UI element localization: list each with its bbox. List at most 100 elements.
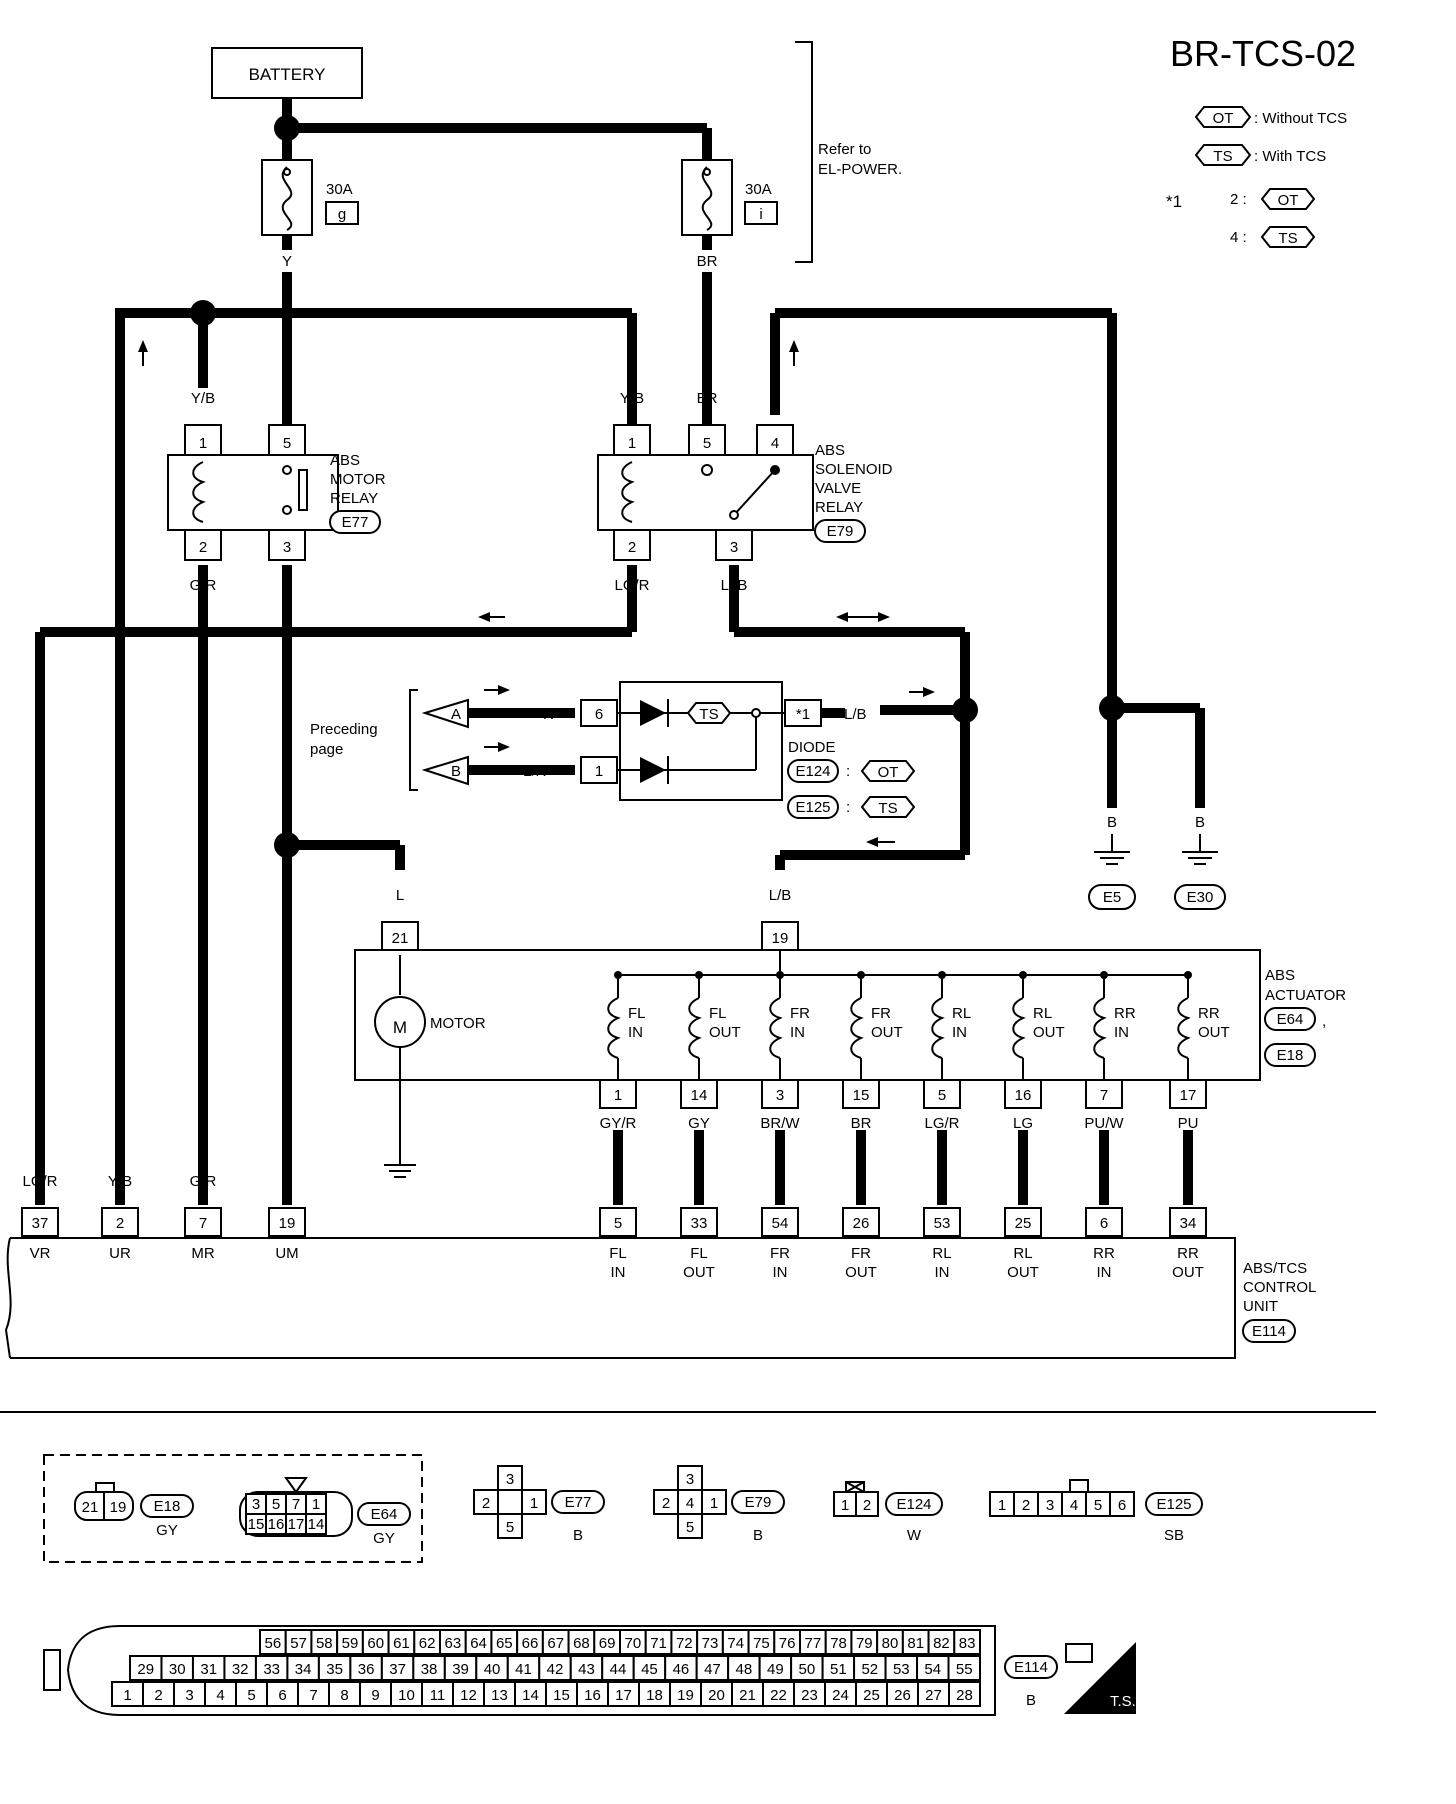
solenoid-label: IN	[628, 1024, 643, 1041]
solenoid-label: RR	[1114, 1005, 1136, 1022]
e114-pin: 57	[290, 1635, 307, 1652]
solenoid-label: OUT	[1033, 1024, 1065, 1041]
ecu-pin	[680, 1207, 718, 1237]
svg-text:DIODE: DIODE	[788, 739, 836, 756]
ecu-pin	[599, 1207, 637, 1237]
ecu-left-pin	[184, 1207, 222, 1237]
svg-text:B: B	[1026, 1692, 1036, 1709]
ecu-pin-label: OUT	[683, 1264, 715, 1281]
e114-pin: 22	[770, 1687, 787, 1704]
actuator-pin	[1169, 1079, 1207, 1109]
wire-color: GY	[688, 1115, 710, 1132]
legend-ts-text: : With TCS	[1254, 148, 1326, 165]
ecu-pin-label: RR	[1093, 1245, 1115, 1262]
ecu-pin-number: 33	[691, 1215, 708, 1232]
e114-pin: 13	[491, 1687, 508, 1704]
svg-text:UNIT: UNIT	[1243, 1298, 1278, 1315]
actuator-pin-number: 16	[1015, 1087, 1032, 1104]
e114-pin: 46	[673, 1661, 690, 1678]
ecu-left-pin	[21, 1207, 59, 1237]
wire-color: LG	[1013, 1115, 1033, 1132]
actuator-conn-e18: E18	[1277, 1047, 1304, 1064]
actuator-pin-number: 17	[1180, 1087, 1197, 1104]
svg-text:L/B: L/B	[769, 887, 792, 904]
e114-pin: 1	[123, 1687, 131, 1704]
ecu-pin-label: FR	[851, 1245, 871, 1262]
ecu-left-pin-label: UR	[109, 1245, 131, 1262]
ecu-wire-color: LG/R	[22, 1173, 57, 1190]
e114-pin: 66	[522, 1635, 539, 1652]
svg-text:RELAY: RELAY	[815, 499, 863, 516]
svg-text:E124: E124	[896, 1496, 931, 1513]
ecu-pin-number: 25	[1015, 1215, 1032, 1232]
svg-text:TS: TS	[878, 800, 897, 817]
svg-text:E124: E124	[795, 763, 830, 780]
ecu-pin-label: OUT	[845, 1264, 877, 1281]
svg-text:MOTOR: MOTOR	[330, 471, 386, 488]
fuse-i-wire: BR	[697, 253, 718, 270]
e114-pin: 18	[646, 1687, 663, 1704]
e114-pin: 34	[295, 1661, 312, 1678]
svg-text::: :	[846, 799, 850, 816]
ecu-wire-color: G/R	[190, 1173, 217, 1190]
actuator-pin-number: 14	[691, 1087, 708, 1104]
e114-pin: 75	[753, 1635, 770, 1652]
tcs-connector-group	[43, 1454, 423, 1563]
e114-pin: 15	[553, 1687, 570, 1704]
svg-text:E114: E114	[1014, 1659, 1048, 1676]
solenoid-label: FL	[628, 1005, 646, 1022]
svg-text:B: B	[1195, 814, 1205, 831]
relay-output-wires	[35, 565, 978, 1205]
e64-pin: 1	[312, 1496, 320, 1513]
svg-text:B: B	[753, 1527, 763, 1544]
actuator-pin-number: 3	[776, 1087, 784, 1104]
svg-text:1: 1	[595, 763, 603, 780]
motor-label: MOTOR	[430, 1015, 486, 1032]
fuse-i: 30A i BR	[681, 159, 778, 270]
legend-ot-text: : Without TCS	[1254, 110, 1347, 127]
wire-color: PU/W	[1084, 1115, 1124, 1132]
e114-pin: 31	[200, 1661, 217, 1678]
svg-text:19: 19	[110, 1499, 127, 1516]
svg-text:CONTROL: CONTROL	[1243, 1279, 1316, 1296]
e114-pin: 58	[316, 1635, 333, 1652]
e64-pin: 17	[288, 1516, 305, 1533]
e114-pin: 33	[263, 1661, 280, 1678]
ecu-wire-color: Y/B	[108, 1173, 132, 1190]
connector-e77: 3 2 1 5 E77 B	[473, 1465, 605, 1544]
ts-badge: T.S.	[1110, 1693, 1136, 1710]
e114-pin: 81	[907, 1635, 924, 1652]
legend-star1: *1	[1166, 192, 1182, 211]
motor-relay-pin3: 3	[283, 539, 291, 556]
e64-pin: 5	[272, 1496, 280, 1513]
svg-text:R: R	[543, 706, 554, 723]
fuse-i-rating: 30A	[745, 181, 772, 198]
ecu-pin-label: FR	[770, 1245, 790, 1262]
e114-pin: 72	[676, 1635, 693, 1652]
actuator-solenoids: FLIN1GY/R5FLINFLOUT14GY33FLOUTFRIN3BR/W5…	[599, 971, 1230, 1281]
svg-text:TS: TS	[1278, 230, 1297, 247]
e114-pin: 70	[625, 1635, 642, 1652]
e114-pin: 74	[727, 1635, 744, 1652]
e114-pin: 30	[169, 1661, 186, 1678]
e114-pin: 59	[342, 1635, 359, 1652]
actuator-pin-number: 7	[1100, 1087, 1108, 1104]
e114-pin: 42	[547, 1661, 564, 1678]
svg-text:L/B: L/B	[844, 706, 867, 723]
svg-text:3: 3	[730, 539, 738, 556]
ecu-left-pin-label: UM	[275, 1245, 298, 1262]
battery: BATTERY	[211, 47, 363, 99]
connector-e124: 1 2 E124 W	[833, 1481, 943, 1544]
e64-pin: 16	[268, 1516, 285, 1533]
e64-pin: 7	[292, 1496, 300, 1513]
